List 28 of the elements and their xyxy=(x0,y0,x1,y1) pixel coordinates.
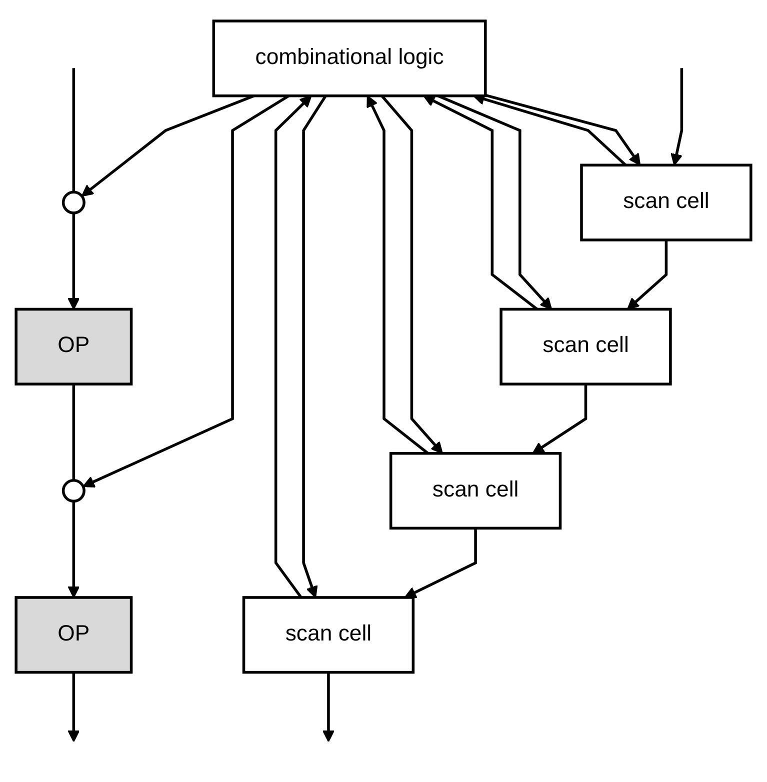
arrow xyxy=(437,94,552,310)
arrow xyxy=(68,212,80,310)
arrow xyxy=(274,95,312,598)
node-box: scan cell xyxy=(580,164,752,242)
arrow xyxy=(302,95,327,598)
connector xyxy=(72,384,76,480)
arrow xyxy=(322,672,335,742)
node-box: combinational logic xyxy=(212,20,487,98)
arrow xyxy=(380,94,443,454)
arrow xyxy=(485,94,641,166)
arrow xyxy=(532,384,588,454)
node-box: scan cell xyxy=(500,308,672,386)
arrow xyxy=(68,501,80,598)
node-box: OP xyxy=(14,308,133,386)
arrow xyxy=(82,94,290,488)
arrow xyxy=(68,672,80,742)
connector xyxy=(72,68,76,192)
node-box: OP xyxy=(14,596,133,674)
node-box: scan cell xyxy=(389,452,562,530)
arrow xyxy=(626,240,668,310)
node-circle xyxy=(62,479,86,503)
arrow xyxy=(366,95,429,454)
arrow xyxy=(81,94,255,197)
arrow xyxy=(404,528,477,598)
arrow xyxy=(423,95,538,310)
node-box: scan cell xyxy=(242,596,415,674)
arrow xyxy=(670,68,684,166)
node-circle xyxy=(62,190,86,214)
